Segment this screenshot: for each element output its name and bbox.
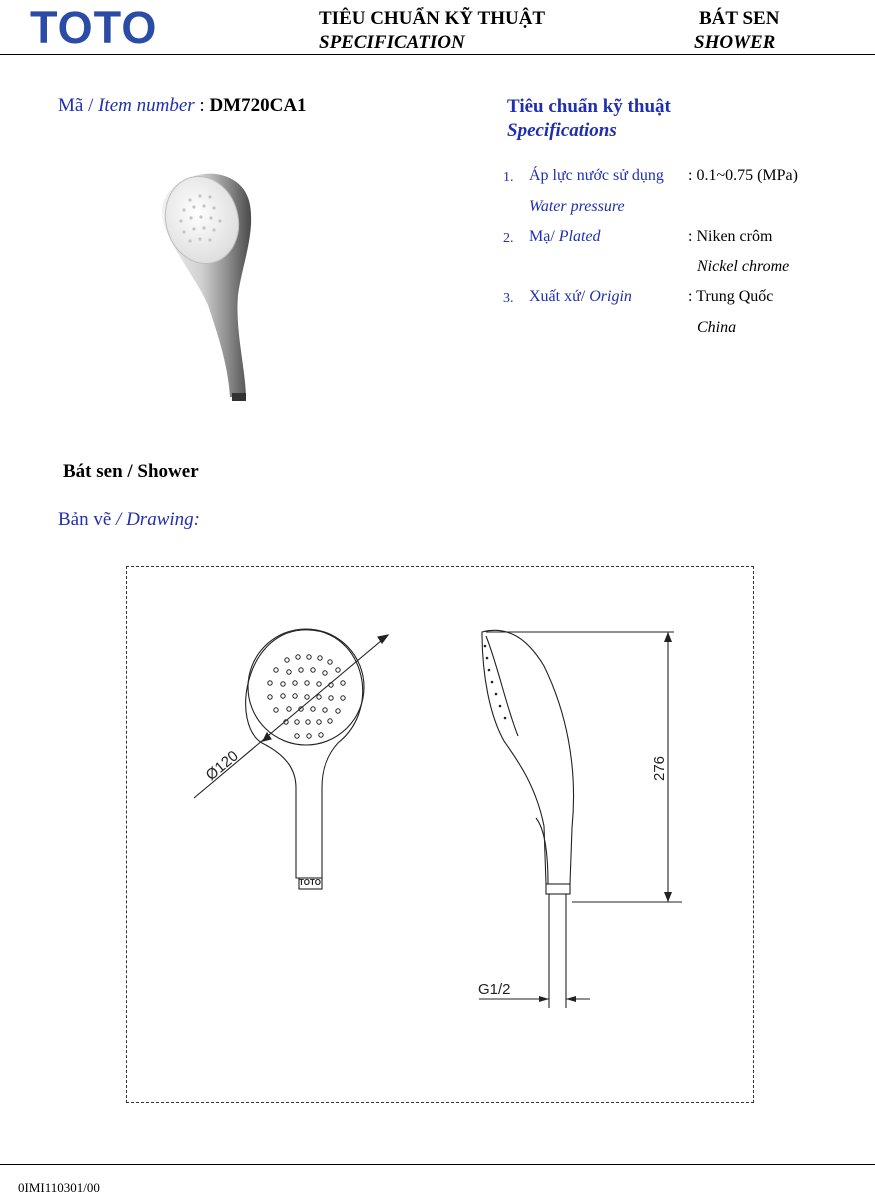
thread-label: G1/2	[478, 981, 511, 998]
item-separator: :	[194, 95, 210, 116]
footer-code: 0IMI110301/00	[18, 1180, 100, 1195]
front-view-outline	[245, 629, 364, 879]
footer-rule	[0, 1164, 875, 1165]
side-view-connector	[545, 883, 571, 895]
header-product-vi: BÁT SEN	[699, 8, 780, 29]
height-label: 276	[651, 756, 668, 781]
side-view-handle-line	[535, 817, 549, 885]
product-photo	[161, 173, 252, 401]
side-view-nozzles	[483, 644, 507, 720]
spec-row-3-label-vi: Xuất xứ/	[529, 288, 590, 305]
item-label-en: Item number	[98, 95, 195, 116]
front-view-face	[247, 628, 365, 746]
drawing-label: Bản vẽ / Drawing:	[58, 509, 200, 531]
header-title-vi: TIÊU CHUẨN KỸ THUẬT	[319, 8, 546, 29]
height-arrow-bottom	[664, 892, 672, 902]
thread-arrow-left	[539, 996, 549, 1002]
spec-row-2-value-en: Nickel chrome	[697, 258, 790, 275]
drawing-label-en: / Drawing:	[111, 509, 200, 530]
header-rule	[0, 54, 875, 55]
section-title: Bát sen / Shower	[63, 461, 199, 482]
height-arrow-top	[664, 632, 672, 642]
drawing-frame	[126, 566, 754, 1103]
spec-row-1-label-en: Water pressure	[529, 198, 625, 215]
diameter-dim-line	[193, 634, 389, 799]
spec-row-1-index: 1.	[503, 170, 514, 185]
spec-row-1-value: : 0.1~0.75 (MPa)	[688, 167, 798, 184]
spec-title-en: Specifications	[507, 120, 617, 141]
spec-row-2-index: 2.	[503, 231, 514, 246]
photo-nozzles	[179, 194, 222, 243]
technical-drawing: Ø120 TOTO 276 G1/2	[193, 628, 682, 1008]
spec-row-3-index: 3.	[503, 291, 514, 306]
header-product-en: SHOWER	[694, 32, 776, 53]
spec-row-3-label: Xuất xứ/ Origin	[529, 287, 632, 307]
spec-title-vi: Tiêu chuẩn kỹ thuật	[507, 96, 671, 117]
drawing-label-vi: Bản vẽ	[58, 509, 112, 530]
side-view-outline	[481, 629, 575, 885]
spec-row-3-label-en: Origin	[589, 288, 632, 305]
diameter-arrow-top	[377, 634, 390, 644]
diameter-arrow-bottom	[261, 731, 272, 742]
spec-row-2-label: Mạ/ Plated	[529, 227, 601, 247]
header-title-en: SPECIFICATION	[319, 32, 465, 53]
spec-row-3-value: : Trung Quốc	[688, 288, 774, 305]
item-number-line: Mã / Item number : DM720CA1	[58, 95, 307, 117]
spec-row-2-label-en: Plated	[558, 228, 601, 245]
handle-brand-label: TOTO	[299, 878, 321, 887]
toto-logo: TOTO	[30, 2, 158, 53]
front-view-nozzles	[267, 654, 346, 739]
spec-row-2-label-vi: Mạ/	[529, 228, 559, 245]
spec-row-3-value-en: China	[697, 319, 737, 336]
diameter-label: Ø120	[203, 747, 242, 784]
front-view-connector	[298, 877, 323, 890]
thread-arrow-right	[566, 996, 576, 1002]
item-label-vi: Mã /	[58, 95, 99, 116]
side-view-face-line	[485, 635, 519, 737]
spec-row-2-value: : Niken crôm	[688, 228, 773, 245]
spec-title: Tiêu chuẩn kỹ thuật Specifications	[507, 95, 671, 143]
spec-row-1-label-vi: Áp lực nước sử dụng	[529, 167, 664, 184]
item-number-value: DM720CA1	[209, 95, 307, 116]
